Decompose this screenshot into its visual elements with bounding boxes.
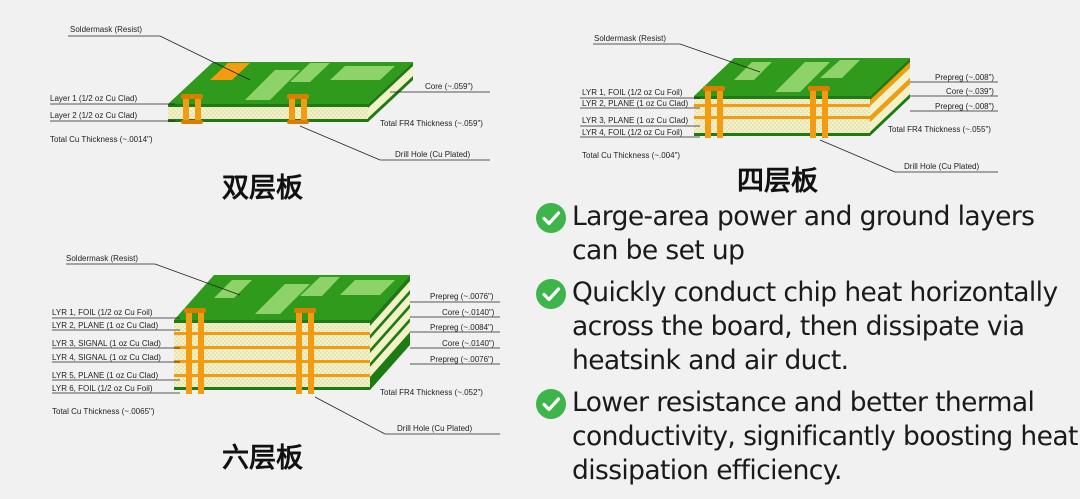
- four-total-fr4-label: Total FR4 Thickness (~.055"): [888, 125, 991, 134]
- double-layer-diagram: Soldermask (Resist) Layer 1 (1/2 oz Cu C…: [50, 25, 490, 204]
- double-drill-label: Drill Hole (Cu Plated): [395, 150, 470, 159]
- benefit-text: Quickly conduct chip heat horizontally a…: [572, 277, 1058, 376]
- benefit-item: Large-area power and ground layers can b…: [534, 200, 1080, 268]
- four-lyr3-label: LYR 3, PLANE (1 oz Cu Clad): [582, 116, 688, 125]
- six-lyr4-label: LYR 4, SIGNAL (1 oz Cu Clad): [52, 353, 161, 362]
- four-lyr4-label: LYR 4, FOIL (1/2 oz Cu Foil): [582, 128, 683, 137]
- six-lyr6-label: LYR 6, FOIL (1/2 oz Cu Foil): [52, 384, 153, 393]
- six-core-1-label: Core (~.0140"): [442, 308, 495, 317]
- six-layer-diagram: Soldermask (Resist) LYR 1, FOIL (1/2 oz …: [52, 254, 500, 474]
- four-drill-label: Drill Hole (Cu Plated): [904, 162, 979, 171]
- check-circle-icon: [536, 203, 566, 233]
- double-title: 双层板: [222, 173, 303, 204]
- double-soldermask-label: Soldermask (Resist): [70, 25, 142, 34]
- double-core-label: Core (~.059"): [425, 82, 473, 91]
- six-lyr5-label: LYR 5, PLANE (1 oz Cu Clad): [52, 371, 158, 380]
- six-total-fr4-label: Total FR4 Thickness (~.052"): [380, 388, 483, 397]
- four-prepreg-bottom-label: Prepreg (~.008"): [935, 102, 994, 111]
- four-prepreg-top-label: Prepreg (~.008"): [935, 73, 994, 82]
- six-prepreg-3-label: Prepreg (~.0076"): [430, 355, 494, 364]
- benefit-text: Large-area power and ground layers can b…: [572, 201, 1035, 266]
- benefits-list: Large-area power and ground layers can b…: [534, 200, 1080, 496]
- double-layer1-label: Layer 1 (1/2 oz Cu Clad): [50, 94, 137, 103]
- double-layer2-label: Layer 2 (1/2 oz Cu Clad): [50, 111, 137, 120]
- benefit-item: Lower resistance and better thermal cond…: [534, 386, 1080, 488]
- six-prepreg-2-label: Prepreg (~.0084"): [430, 323, 494, 332]
- six-soldermask-label: Soldermask (Resist): [66, 254, 138, 263]
- six-prepreg-1-label: Prepreg (~.0076"): [430, 292, 494, 301]
- four-layer-diagram: Soldermask (Resist) LYR 1, FOIL (1/2 oz …: [580, 34, 998, 197]
- check-circle-icon: [536, 279, 566, 309]
- six-total-cu-label: Total Cu Thickness (~.0065"): [52, 407, 155, 416]
- six-lyr2-label: LYR 2, PLANE (1 oz Cu Clad): [52, 321, 158, 330]
- double-total-fr4-label: Total FR4 Thickness (~.059"): [380, 119, 483, 128]
- six-lyr1-label: LYR 1, FOIL (1/2 oz Cu Foil): [52, 308, 153, 317]
- six-drill-label: Drill Hole (Cu Plated): [397, 424, 472, 433]
- double-total-cu-label: Total Cu Thickness (~.0014"): [50, 135, 153, 144]
- copper-trace-shape: [210, 63, 250, 80]
- benefit-item: Quickly conduct chip heat horizontally a…: [534, 276, 1080, 378]
- six-core-2-label: Core (~.0140"): [442, 339, 495, 348]
- check-circle-icon: [536, 389, 566, 419]
- plated-hole-shape: [183, 96, 189, 124]
- six-title: 六层板: [222, 443, 303, 474]
- four-core-label: Core (~.039"): [946, 87, 994, 96]
- four-title: 四层板: [737, 166, 818, 197]
- four-lyr1-label: LYR 1, FOIL (1/2 oz Cu Foil): [582, 88, 683, 97]
- four-total-cu-label: Total Cu Thickness (~.004"): [582, 151, 680, 160]
- benefit-text: Lower resistance and better thermal cond…: [572, 387, 1078, 486]
- four-lyr2-label: LYR 2, PLANE (1 oz Cu Clad): [582, 99, 688, 108]
- six-lyr3-label: LYR 3, SIGNAL (1 oz Cu Clad): [52, 339, 161, 348]
- four-soldermask-label: Soldermask (Resist): [594, 34, 666, 43]
